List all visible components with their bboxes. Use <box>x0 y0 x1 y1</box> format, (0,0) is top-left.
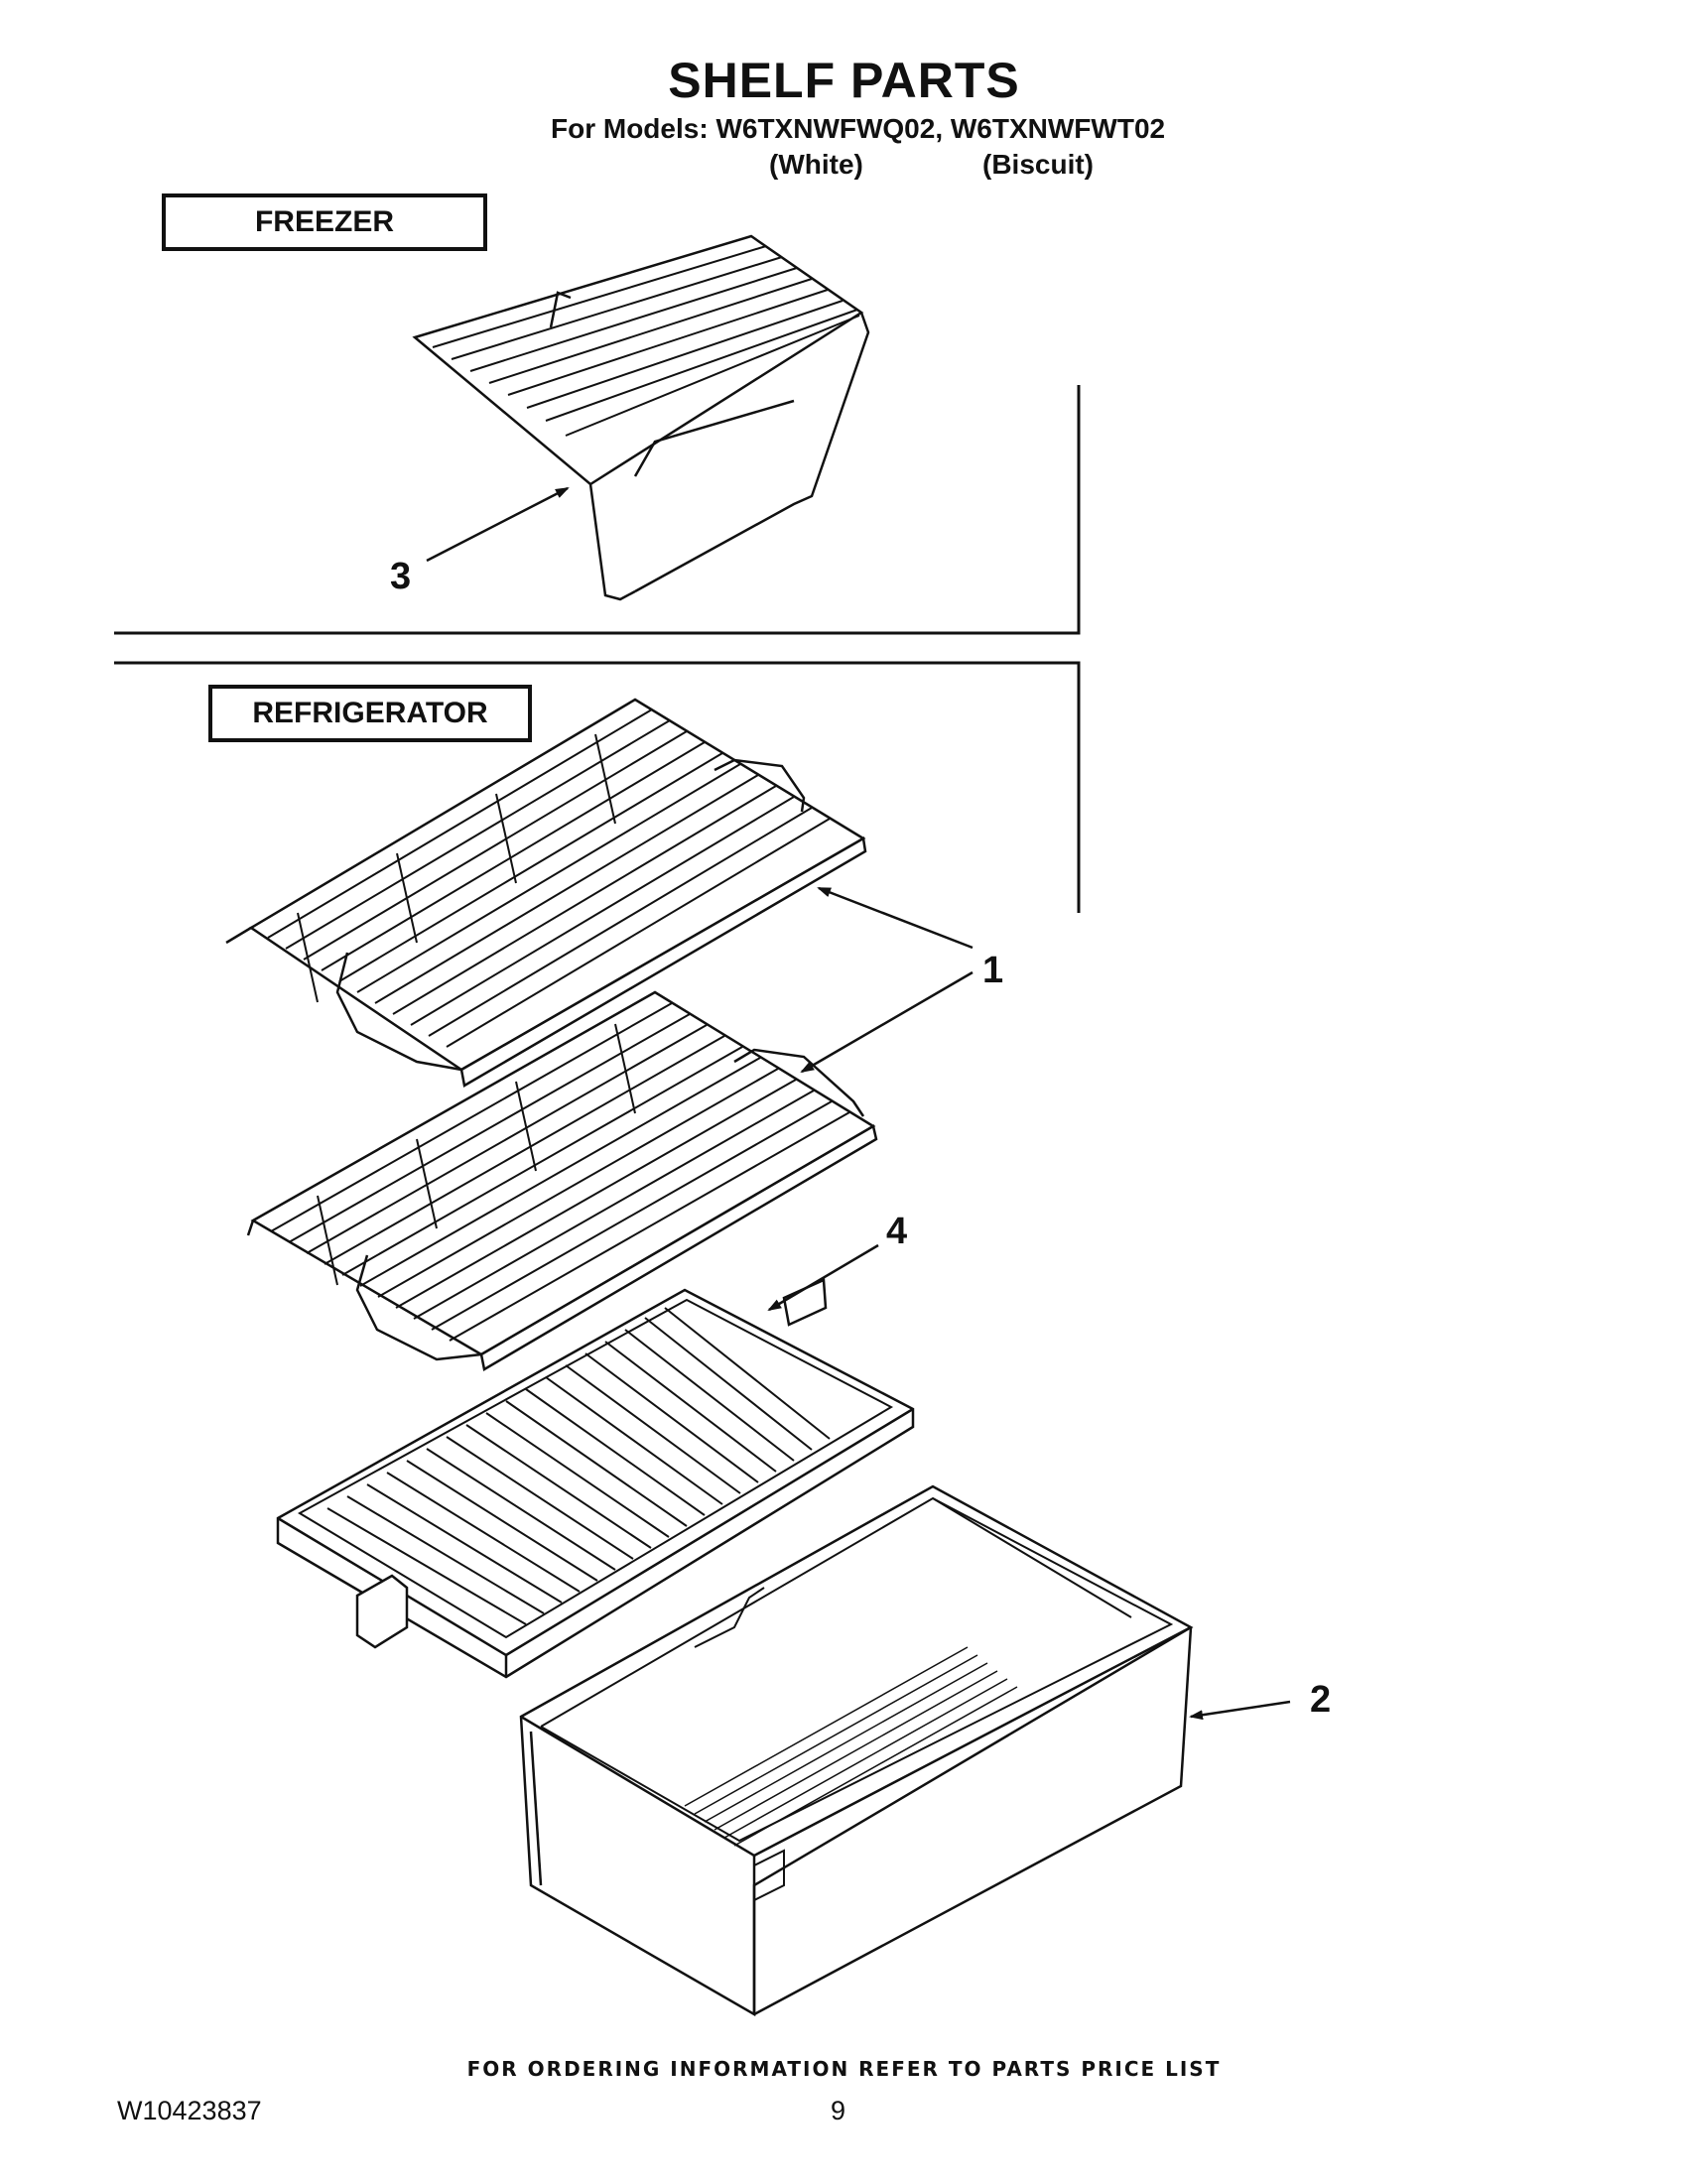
refrigerator-wire-shelf-upper <box>225 698 867 1088</box>
callout-arrow-3 <box>426 486 570 563</box>
refrigerator-section-border <box>114 661 1081 913</box>
document-number: W10423837 <box>117 2096 262 2125</box>
section-dividers <box>114 385 1081 913</box>
models-line: For Models: W6TXNWFWQ02, W6TXNWFWT02 <box>551 113 1166 144</box>
callout-label-3: 3 <box>390 556 411 597</box>
refrigerator-section-label: REFRIGERATOR <box>208 685 532 742</box>
callout-label-2: 2 <box>1310 1679 1331 1721</box>
callout-label-1: 1 <box>982 950 1003 991</box>
callout-arrow-4 <box>767 1243 879 1312</box>
variant-biscuit: (Biscuit) <box>982 149 1094 180</box>
refrigerator-slatted-shelf <box>276 1278 915 1679</box>
freezer-wire-shelf <box>412 234 870 601</box>
page-title: SHELF PARTS <box>668 53 1020 108</box>
freezer-section-border <box>114 385 1081 635</box>
callout-label-4: 4 <box>886 1211 907 1252</box>
freezer-section-label: FREEZER <box>162 193 487 251</box>
crisper-drawer <box>519 1484 1194 2017</box>
ordering-note: FOR ORDERING INFORMATION REFER TO PARTS … <box>466 2057 1222 2081</box>
callout-arrows <box>426 486 1291 1721</box>
callout-arrow-1-upper <box>817 886 974 950</box>
callout-arrow-1-lower <box>800 970 974 1074</box>
page-number: 9 <box>831 2096 846 2125</box>
variant-white: (White) <box>769 149 863 180</box>
callout-arrow-2 <box>1189 1700 1291 1721</box>
refrigerator-wire-shelf-lower <box>246 990 878 1371</box>
